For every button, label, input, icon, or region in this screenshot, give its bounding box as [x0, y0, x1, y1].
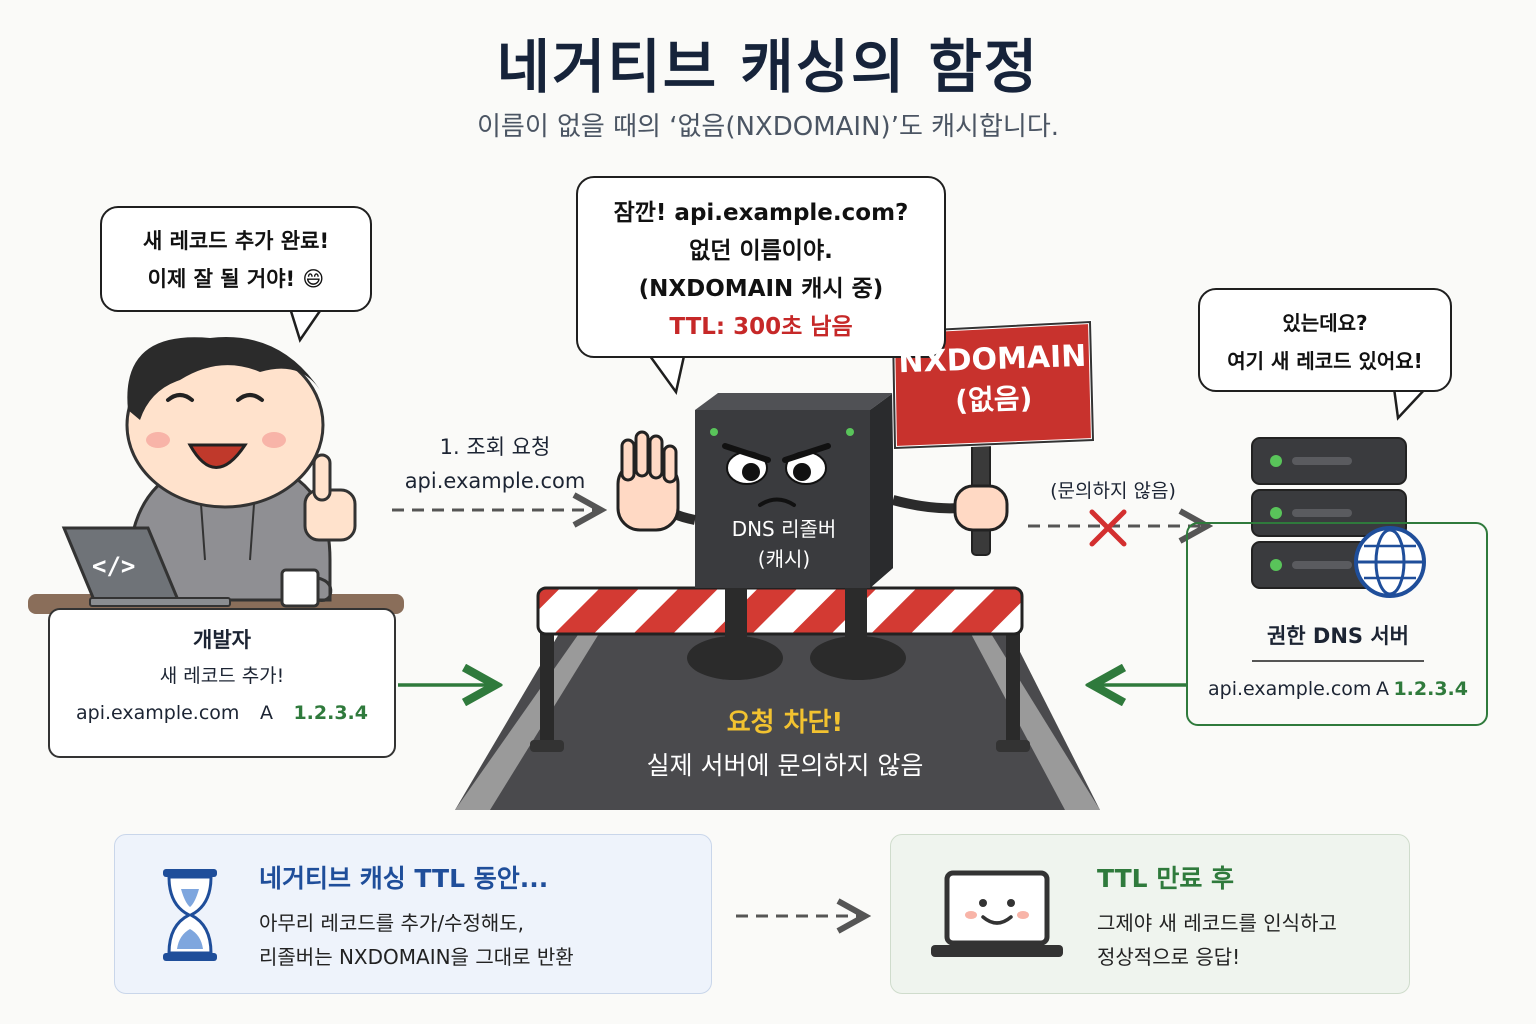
- query-label-line2: api.example.com: [404, 469, 586, 493]
- query-label: 1. 조회 요청 api.example.com: [390, 430, 600, 498]
- blocked-description: 실제 서버에 문의하지 않음: [646, 751, 924, 780]
- sign-line2: (없음): [954, 381, 1033, 418]
- authoritative-record-ip: 1.2.3.4: [1393, 678, 1468, 700]
- developer-bubble-line1: 새 레코드 추가 완료!: [142, 229, 330, 253]
- developer-bubble-line2: 이제 잘 될 거야!: [147, 267, 296, 291]
- nxdomain-sign-text: NXDOMAIN (없음): [894, 335, 1093, 422]
- page-subtitle: 이름이 없을 때의 ‘없음(NXDOMAIN)’도 캐시합니다.: [476, 112, 1060, 142]
- authoritative-speech-bubble: 있는데요? 여기 새 레코드 있어요!: [1198, 288, 1452, 392]
- road-barrier: [530, 586, 1030, 752]
- negative-cache-ttl-panel: 네거티브 캐싱 TTL 동안... 아무리 레코드를 추가/수정해도, 리졸버는…: [114, 834, 712, 994]
- grip-hand-icon: [953, 484, 1009, 532]
- blocked-title: 요청 차단!: [726, 708, 844, 738]
- ttl-expired-panel: TTL 만료 후 그제야 새 레코드를 인식하고 정상적으로 응답!: [890, 834, 1410, 994]
- laptop-code-label: </>: [92, 552, 136, 580]
- authoritative-card-title: 권한 DNS 서버: [1266, 624, 1410, 648]
- thumbs-up-icon: [303, 453, 357, 542]
- developer-card: 개발자 새 레코드 추가! api.example.com A 1.2.3.4: [48, 608, 396, 758]
- authoritative-record-name: api.example.com: [1208, 678, 1372, 700]
- developer-record-ip: 1.2.3.4: [293, 702, 368, 724]
- authoritative-bubble-line2: 여기 새 레코드 있어요!: [1227, 349, 1423, 373]
- resolver-label-line1: DNS 리졸버: [731, 517, 837, 541]
- dns-resolver-character: [616, 319, 1096, 680]
- developer-card-title: 개발자: [193, 628, 251, 652]
- developer-character: [28, 337, 404, 614]
- authoritative-record-type: A: [1375, 678, 1389, 700]
- resolver-speech-bubble: 잠깐! api.example.com? 없던 이름이야. (NXDOMAIN …: [576, 176, 946, 358]
- query-label-line1: 1. 조회 요청: [439, 435, 551, 459]
- authoritative-bubble-line1: 있는데요?: [1282, 311, 1368, 335]
- road: [455, 632, 1100, 810]
- blocked-x-icon: [1089, 509, 1127, 547]
- happy-laptop-icon: [931, 870, 1063, 957]
- ttl-expired-line1: 그제야 새 레코드를 인식하고: [1097, 911, 1337, 935]
- negative-cache-line2: 리졸버는 NXDOMAIN을 그대로 반환: [259, 945, 574, 969]
- laptop-icon: [61, 526, 231, 607]
- resolver-bubble-line2: 없던 이름이야.: [689, 238, 833, 264]
- negative-cache-title: 네거티브 캐싱 TTL 동안...: [259, 864, 549, 893]
- resolver-bubble-ttl: TTL: 300초 남음: [669, 314, 853, 340]
- resolver-label-line2: (캐시): [757, 547, 811, 571]
- grin-emoji-icon: 😄: [302, 267, 325, 291]
- developer-record-name: api.example.com: [76, 702, 240, 724]
- hourglass-icon: [163, 869, 217, 961]
- authoritative-card: 권한 DNS 서버 api.example.com A 1.2.3.4: [1186, 522, 1488, 726]
- sign-line1: NXDOMAIN: [897, 338, 1087, 381]
- no-query-label: (문의하지 않음): [1050, 480, 1176, 502]
- resolver-bubble-line3: (NXDOMAIN 캐시 중): [638, 276, 884, 302]
- stop-hand-icon: [616, 430, 680, 532]
- resolver-bubble-line1: 잠깐! api.example.com?: [613, 200, 909, 226]
- ttl-expired-title: TTL 만료 후: [1097, 864, 1235, 893]
- developer-record-type: A: [259, 702, 273, 724]
- page-title: 네거티브 캐싱의 함정: [496, 33, 1040, 101]
- authoritative-card-divider: [1252, 660, 1424, 662]
- nxdomain-sign: [890, 319, 1096, 451]
- ttl-expired-line2: 정상적으로 응답!: [1097, 945, 1241, 969]
- coffee-mug-icon: [280, 568, 333, 608]
- globe-icon: [1354, 526, 1426, 598]
- developer-card-action: 새 레코드 추가!: [159, 665, 285, 687]
- developer-speech-bubble: 새 레코드 추가 완료! 이제 잘 될 거야! 😄: [100, 206, 372, 312]
- negative-cache-line1: 아무리 레코드를 추가/수정해도,: [259, 911, 525, 935]
- resolver-label: DNS 리졸버 (캐시): [700, 514, 868, 574]
